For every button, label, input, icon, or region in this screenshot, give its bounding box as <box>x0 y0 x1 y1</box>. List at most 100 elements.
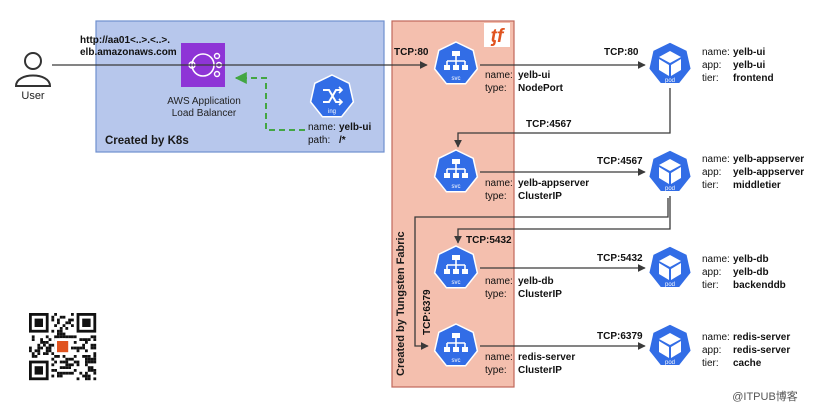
alb-label-line-2: Load Balancer <box>172 108 237 119</box>
port-label-app: TCP:4567 <box>597 156 643 167</box>
pod-ui-name-value: yelb-ui <box>733 47 765 58</box>
svg-text:svc: svc <box>452 76 461 82</box>
port-label-ui: TCP:80 <box>604 47 639 58</box>
svc-yelb-db-icon: svc <box>433 245 479 289</box>
svg-text:name:yelb-appserver: name: yelb-appserver <box>485 178 589 189</box>
svg-text:app:yelb-db: app: yelb-db <box>702 267 769 278</box>
pod-app-to-svc-redis-line <box>414 198 669 350</box>
pod-db-app-value: yelb-db <box>733 267 769 278</box>
svc-ui-type-key: type: <box>485 83 507 94</box>
pod-db-tier-value: backenddb <box>733 280 786 291</box>
pod-app-name-key: name: <box>702 154 730 165</box>
svc-redis-type-value: ClusterIP <box>518 365 562 376</box>
pod-redis-server-icon: pod <box>647 323 693 367</box>
svg-text:pod: pod <box>665 360 675 366</box>
svc-app-name-value: yelb-appserver <box>518 178 589 189</box>
pod-ui-name-key: name: <box>702 47 730 58</box>
svc-yelb-ui-icon: svc <box>433 41 479 85</box>
user-icon <box>14 52 52 87</box>
svc-db-type-key: type: <box>485 289 507 300</box>
svg-text:pod: pod <box>665 186 675 192</box>
tungsten-fabric-logo-icon: ƫf <box>484 23 510 47</box>
svg-text:svc: svc <box>452 280 461 286</box>
pod-ui-app-value: yelb-ui <box>733 60 765 71</box>
pod-db-app-key: app: <box>702 267 721 278</box>
port-label-redis-down: TCP:6379 <box>422 289 433 335</box>
svg-text:app:yelb-ui: app: yelb-ui <box>702 60 765 71</box>
ingress-path-key: path: <box>308 135 330 146</box>
pod-yelb-ui-icon: pod <box>647 41 693 85</box>
svg-text:name:yelb-ui: name:yelb-ui <box>702 47 765 58</box>
port-label-db-down: TCP:5432 <box>466 235 512 246</box>
pod-app-name-value: yelb-appserver <box>733 154 804 165</box>
svc-redis-name-key: name: <box>485 352 513 363</box>
svg-text:name:yelb-ui: name: yelb-ui <box>485 70 550 81</box>
svg-text:pod: pod <box>665 78 675 84</box>
svg-text:svc: svc <box>452 184 461 190</box>
pod-app-tier-key: tier: <box>702 180 719 191</box>
pod-yelb-appserver-icon: pod <box>647 149 693 193</box>
svg-text:name:redis-server: name:redis-server <box>702 332 790 343</box>
svc-app-name-key: name: <box>485 178 513 189</box>
pod-ui-tier-value: frontend <box>733 73 774 84</box>
port-label-redis: TCP:6379 <box>597 331 643 342</box>
port-label-db: TCP:5432 <box>597 253 643 264</box>
pod-redis-name-value: redis-server <box>733 332 790 343</box>
pod-app-to-svc-db-line <box>454 196 671 244</box>
pod-db-tier-key: tier: <box>702 280 719 291</box>
k8s-box-label: Created by K8s <box>105 135 189 147</box>
alb-label-line-1: AWS Application <box>167 96 241 107</box>
pod-redis-tier-value: cache <box>733 358 762 369</box>
svg-text:type:ClusterIP: type:ClusterIP <box>485 289 562 300</box>
svc-ui-type-value: NodePort <box>518 83 564 94</box>
svc-redis-name-value: redis-server <box>518 352 575 363</box>
svc-yelb-appserver-icon: svc <box>433 149 479 193</box>
svg-text:path: /*: path: /* <box>308 135 346 146</box>
pod-ui-tier-key: tier: <box>702 73 719 84</box>
pod-ui-to-svc-app-line <box>454 88 671 148</box>
svg-text:name:yelb-appserver: name:yelb-appserver <box>702 154 804 165</box>
port-label-ui-to-app: TCP:4567 <box>526 119 572 130</box>
svg-text:pod: pod <box>665 282 675 288</box>
ingress-icon: ing <box>309 74 355 118</box>
pod-db-name-value: yelb-db <box>733 254 769 265</box>
pod-ui-app-key: app: <box>702 60 721 71</box>
svg-text:tier:frontend: tier: frontend <box>702 73 774 84</box>
svg-text:type:ClusterIP: type: ClusterIP <box>485 191 562 202</box>
svg-text:tier:backenddb: tier: backenddb <box>702 280 786 291</box>
svg-text:tier:cache: tier:cache <box>702 358 762 369</box>
pod-app-app-value: yelb-appserver <box>733 167 804 178</box>
svc-app-type-value: ClusterIP <box>518 191 562 202</box>
ingress-name-key: name: <box>308 122 336 133</box>
tungsten-fabric-box-label: Created by Tungsten Fabric <box>395 231 407 376</box>
svg-text:name:yelb-db: name:yelb-db <box>702 254 769 265</box>
pod-yelb-db-icon: pod <box>647 245 693 289</box>
svg-text:svc: svc <box>452 358 461 364</box>
svc-db-name-value: yelb-db <box>518 276 554 287</box>
pod-db-name-key: name: <box>702 254 730 265</box>
svc-ui-name-value: yelb-ui <box>518 70 550 81</box>
pod-app-app-key: app: <box>702 167 721 178</box>
ingress-path-value: /* <box>339 135 346 146</box>
svc-app-type-key: type: <box>485 191 507 202</box>
svc-db-name-key: name: <box>485 276 513 287</box>
ingress-to-alb-connector <box>234 72 305 131</box>
svc-ui-name-key: name: <box>485 70 513 81</box>
user-label: User <box>21 90 45 102</box>
port-label-in: TCP:80 <box>394 47 429 58</box>
pod-redis-name-key: name: <box>702 332 730 343</box>
pod-redis-app-value: redis-server <box>733 345 790 356</box>
watermark-text: @ITPUB博客 <box>732 389 798 403</box>
svg-text:type:NodePort: type: NodePort <box>485 83 564 94</box>
svc-redis-server-icon: svc <box>433 323 479 367</box>
pod-app-tier-value: middletier <box>733 180 781 191</box>
svg-text:ing: ing <box>328 109 336 115</box>
svg-text:app:redis-server: app: redis-server <box>702 345 790 356</box>
svg-text:name:redis-server: name: redis-server <box>485 352 575 363</box>
ingress-name-value: yelb-ui <box>339 122 371 133</box>
svg-text:name: yelb-ui: name: yelb-ui <box>308 122 371 133</box>
pod-redis-app-key: app: <box>702 345 721 356</box>
svg-text:name:yelb-db: name: yelb-db <box>485 276 554 287</box>
svc-redis-type-key: type: <box>485 365 507 376</box>
